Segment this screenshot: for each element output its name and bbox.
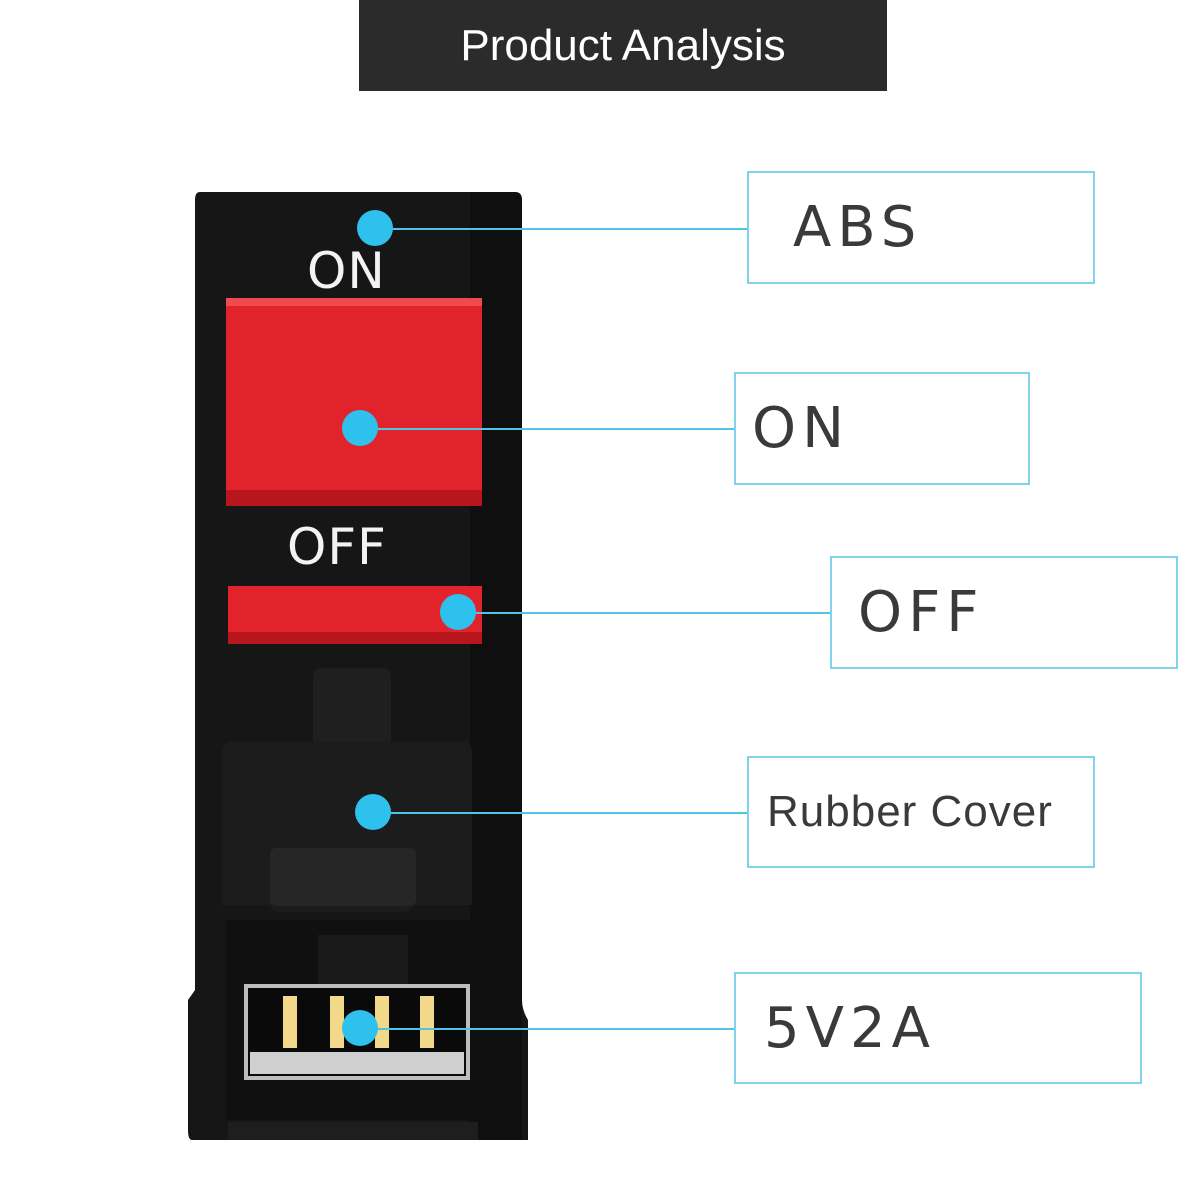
callout-abs: ABS (747, 171, 1095, 284)
leader-line-rubber (373, 812, 747, 814)
callout-on-label: ON (752, 396, 850, 461)
leader-line-usb (360, 1028, 734, 1030)
callout-on: ON (734, 372, 1030, 485)
page-title: Product Analysis (359, 0, 887, 91)
leader-line-on (360, 428, 734, 430)
callout-rubber-cover-label: Rubber Cover (767, 787, 1053, 836)
marker-dot-off (440, 594, 476, 630)
callout-abs-label: ABS (793, 195, 923, 260)
rubber-cover-tab (313, 668, 391, 758)
callout-rubber-cover: Rubber Cover (747, 756, 1095, 868)
on-switch (226, 298, 482, 506)
callout-usb: 5V2A (734, 972, 1142, 1084)
callout-off-label: OFF (858, 580, 985, 645)
marker-dot-rubber (355, 794, 391, 830)
marker-dot-abs (357, 210, 393, 246)
leader-line-off (458, 612, 830, 614)
device-off-label: OFF (287, 518, 387, 576)
callout-off: OFF (830, 556, 1178, 669)
marker-dot-on (342, 410, 378, 446)
leader-line-abs (375, 228, 747, 230)
callout-usb-label: 5V2A (764, 995, 936, 1061)
device-on-label: ON (307, 242, 386, 300)
marker-dot-usb (342, 1010, 378, 1046)
